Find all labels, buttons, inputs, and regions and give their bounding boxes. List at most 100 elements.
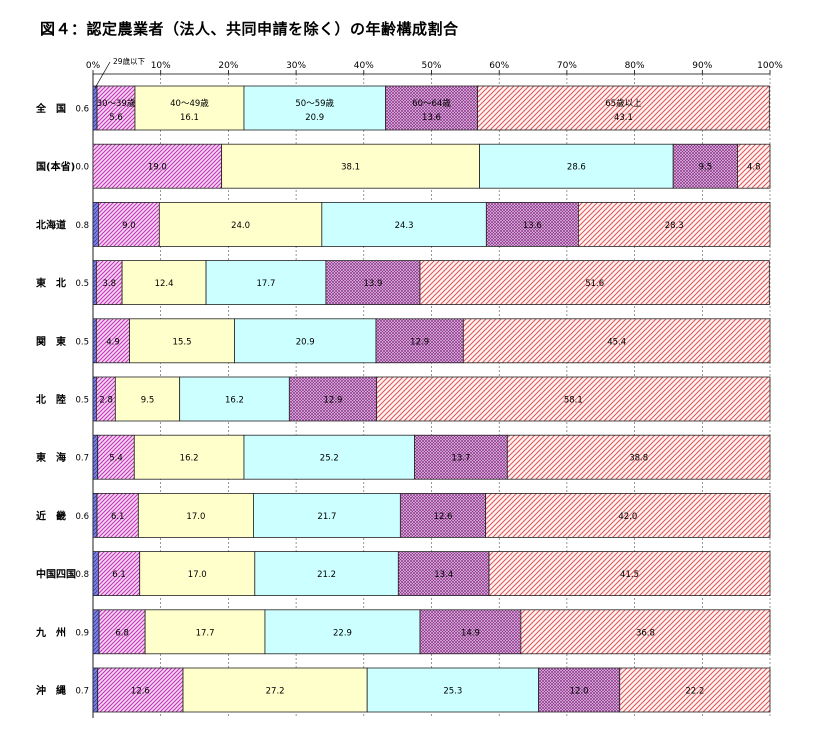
bar-segment xyxy=(506,434,771,480)
tick-label: 100% xyxy=(757,61,783,71)
data-label: 38.8 xyxy=(629,454,648,464)
legend-label: 40～49歳 xyxy=(170,98,209,109)
data-label: 17.0 xyxy=(188,570,207,580)
data-label: 9.5 xyxy=(699,163,713,173)
data-label: 41.5 xyxy=(620,570,639,580)
data-label: 20.9 xyxy=(305,113,324,123)
category-label: 北 陸 xyxy=(36,393,66,406)
data-label: 6.8 xyxy=(115,628,129,638)
category-label: 九 州 xyxy=(35,626,66,639)
category-label: 全 国 xyxy=(35,102,66,115)
bar-segment xyxy=(114,376,181,422)
data-label: 5.6 xyxy=(109,113,123,123)
data-label: 6.1 xyxy=(111,512,125,522)
data-label: 4.8 xyxy=(747,163,761,173)
data-label: 58.1 xyxy=(564,396,583,406)
legend-label: 29歳以下 xyxy=(113,56,146,66)
category-label: 北海道 xyxy=(36,218,66,231)
data-label: 0.6 xyxy=(75,512,89,522)
bar-segment xyxy=(477,85,770,131)
data-label: 17.0 xyxy=(186,512,205,522)
bar-segment xyxy=(375,318,464,364)
bar-segment xyxy=(325,260,421,306)
bar-segment xyxy=(578,201,771,247)
bar-segment xyxy=(144,609,266,655)
data-label: 13.6 xyxy=(422,113,441,123)
bar-segment xyxy=(737,143,771,189)
data-label: 12.4 xyxy=(155,279,174,289)
category-label: 関 東 xyxy=(36,335,66,348)
data-label: 0.5 xyxy=(75,279,89,289)
data-label: 2.8 xyxy=(99,396,113,406)
bar-segment xyxy=(205,260,327,306)
data-label: 15.5 xyxy=(173,337,192,347)
bar-segment xyxy=(520,609,771,655)
data-label: 5.4 xyxy=(109,454,123,464)
tick-label: 60% xyxy=(489,61,509,71)
data-label: 36.8 xyxy=(636,628,655,638)
bar-segment xyxy=(221,143,480,189)
data-label: 16.2 xyxy=(225,396,244,406)
bar-segment xyxy=(158,201,323,247)
data-label: 25.3 xyxy=(443,687,462,697)
bar-segment xyxy=(98,201,160,247)
bar-segment xyxy=(243,85,386,131)
bar-segment xyxy=(95,260,123,306)
bar-segment xyxy=(488,551,771,596)
bar-segment xyxy=(419,260,770,306)
data-label: 13.4 xyxy=(434,570,453,580)
bar-segment xyxy=(92,492,98,538)
data-label: 3.8 xyxy=(102,279,116,289)
bar-segment xyxy=(672,143,738,189)
bar-segment xyxy=(179,376,290,422)
data-label: 0.9 xyxy=(75,628,89,638)
bar-segment xyxy=(97,667,184,713)
category-label: 国(本省) xyxy=(36,160,75,173)
legend-label: 60～64歳 xyxy=(412,98,451,109)
data-label: 0.6 xyxy=(75,105,89,115)
bar-segment xyxy=(366,667,539,713)
data-label: 0.5 xyxy=(75,396,89,406)
tick-label: 10% xyxy=(151,61,171,71)
data-label: 28.3 xyxy=(665,221,684,231)
bar-segment xyxy=(288,376,378,422)
bar-segment xyxy=(92,609,100,655)
bar-segment xyxy=(538,667,621,713)
bar-segment xyxy=(234,318,377,364)
category-label: 中国四国 xyxy=(36,568,76,581)
bar-segment xyxy=(133,434,245,480)
data-label: 12.9 xyxy=(324,396,343,406)
data-label: 0.7 xyxy=(75,454,89,464)
bar-segment xyxy=(485,201,579,247)
bar-segment xyxy=(182,667,368,713)
bar-segment xyxy=(385,85,478,131)
data-label: 6.1 xyxy=(112,570,126,580)
data-label: 17.7 xyxy=(257,279,276,289)
data-label: 45.4 xyxy=(607,337,626,347)
data-label: 38.1 xyxy=(341,163,360,173)
bar-segment xyxy=(92,143,223,189)
data-label: 43.1 xyxy=(614,113,633,123)
data-label: 17.7 xyxy=(196,628,215,638)
data-label: 12.6 xyxy=(131,687,150,697)
data-label: 16.2 xyxy=(180,454,199,464)
bar-segment xyxy=(264,609,421,655)
bar-segment xyxy=(321,201,487,247)
tick-label: 80% xyxy=(625,61,645,71)
data-label: 0.8 xyxy=(75,570,89,580)
legend-leader-line xyxy=(94,61,111,89)
bar-segment xyxy=(243,434,415,480)
data-label: 0.0 xyxy=(75,163,89,173)
bar-segment xyxy=(397,551,490,596)
category-label: 沖 縄 xyxy=(36,684,66,697)
category-label: 東 北 xyxy=(36,277,66,290)
tick-label: 50% xyxy=(421,61,441,71)
bar-segment xyxy=(95,318,130,364)
data-label: 12.0 xyxy=(570,687,589,697)
data-label: 16.1 xyxy=(180,113,199,123)
tick-label: 70% xyxy=(557,61,577,71)
data-label: 9.5 xyxy=(141,396,155,406)
data-label: 4.9 xyxy=(106,337,120,347)
bar-segment xyxy=(92,260,97,306)
tick-label: 40% xyxy=(354,61,374,71)
